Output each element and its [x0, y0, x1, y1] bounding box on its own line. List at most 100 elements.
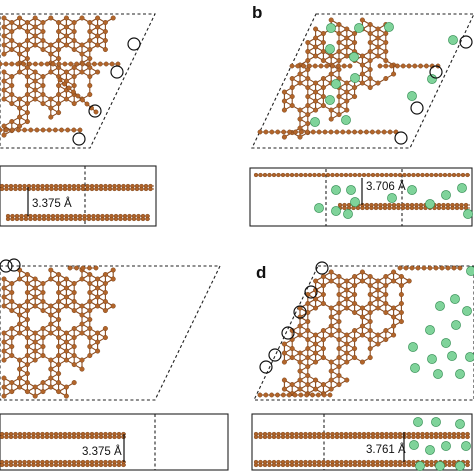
carbon-atom: [93, 265, 99, 271]
highlight-circle: [293, 305, 307, 319]
carbon-atom: [305, 319, 311, 325]
carbon-atom: [31, 186, 36, 192]
carbon-atom: [49, 434, 54, 440]
carbon-atom: [63, 384, 69, 390]
carbon-atom: [94, 434, 99, 440]
carbon-atom: [438, 434, 443, 440]
carbon-atom: [32, 294, 38, 300]
carbon-atom: [325, 172, 331, 178]
sodium-atom: [325, 95, 335, 105]
carbon-atom: [40, 389, 46, 395]
carbon-atom: [71, 89, 76, 95]
carbon-atom: [357, 434, 362, 440]
carbon-atom: [367, 85, 373, 91]
carbon-atom: [87, 272, 93, 278]
panel-a-layer-chains: [0, 183, 154, 222]
carbon-atom: [271, 434, 277, 440]
carbon-atom: [98, 434, 104, 440]
carbon-atom: [344, 341, 350, 347]
carbon-atom: [330, 434, 335, 440]
sodium-atom: [427, 354, 437, 364]
sodium-atom: [349, 52, 359, 62]
carbon-atom: [3, 61, 9, 67]
carbon-atom: [44, 186, 50, 192]
carbon-atom: [359, 314, 365, 320]
carbon-atom: [344, 287, 350, 293]
carbon-atom: [281, 134, 287, 140]
carbon-atom: [40, 344, 46, 350]
carbon-atom: [121, 462, 126, 468]
carbon-atom: [97, 61, 103, 67]
carbon-atom: [402, 462, 407, 468]
carbon-atom: [336, 103, 342, 109]
carbon-atom: [67, 434, 72, 440]
carbon-atom: [95, 330, 101, 336]
carbon-atom: [71, 434, 77, 440]
sodium-atom: [455, 369, 465, 379]
carbon-atom: [320, 292, 326, 298]
carbon-atom: [369, 205, 374, 211]
carbon-atom: [0, 186, 5, 192]
carbon-atom: [330, 462, 335, 468]
carbon-atom: [348, 462, 353, 468]
highlight-circle: [459, 35, 473, 49]
carbon-atom: [40, 380, 46, 386]
carbon-atom: [17, 462, 23, 468]
carbon-atom: [94, 462, 99, 468]
carbon-atom: [253, 462, 259, 468]
carbon-atom: [35, 186, 41, 192]
carbon-atom: [336, 310, 342, 316]
sodium-atom: [408, 342, 418, 352]
carbon-atom: [313, 35, 319, 41]
carbon-atom: [24, 38, 30, 44]
carbon-atom: [9, 20, 15, 26]
carbon-atom: [262, 434, 268, 440]
carbon-atom: [67, 265, 73, 271]
carbon-atom: [79, 366, 85, 372]
carbon-atom: [391, 71, 397, 77]
carbon-atom: [17, 312, 23, 318]
carbon-atom: [8, 434, 14, 440]
carbon-atom: [281, 359, 287, 365]
carbon-atom: [367, 283, 373, 289]
carbon-atom: [457, 265, 463, 271]
carbon-atom: [398, 283, 404, 289]
carbon-atom: [336, 31, 342, 37]
carbon-atom: [89, 186, 95, 192]
carbon-atom: [298, 462, 304, 468]
carbon-atom: [454, 205, 460, 211]
carbon-atom: [400, 205, 406, 211]
carbon-atom: [447, 172, 452, 178]
carbon-atom: [80, 265, 86, 271]
carbon-atom: [459, 205, 464, 211]
carbon-atom: [79, 312, 85, 318]
carbon-atom: [89, 462, 95, 468]
carbon-atom: [63, 276, 69, 282]
carbon-atom: [95, 24, 101, 30]
carbon-atom: [334, 129, 340, 135]
carbon-atom: [336, 337, 342, 343]
carbon-atom: [1, 132, 7, 138]
carbon-atom: [262, 462, 268, 468]
carbon-atom: [429, 434, 434, 440]
carbon-atom: [62, 434, 68, 440]
carbon-atom: [87, 29, 93, 35]
carbon-atom: [95, 33, 101, 39]
carbon-atom: [375, 129, 381, 135]
carbon-atom: [17, 321, 23, 327]
carbon-atom: [289, 76, 295, 82]
panel-c-side-view: 3.375 Å: [0, 413, 229, 471]
carbon-atom: [102, 272, 108, 278]
carbon-atom: [65, 127, 71, 133]
carbon-atom: [143, 186, 149, 192]
carbon-atom: [253, 172, 259, 178]
carbon-atom: [53, 434, 59, 440]
carbon-atom: [48, 267, 54, 273]
carbon-atom: [87, 335, 93, 341]
carbon-atom: [375, 434, 380, 440]
carbon-atom: [320, 337, 326, 343]
sodium-atom: [341, 115, 351, 125]
carbon-atom: [271, 462, 277, 468]
carbon-atom: [9, 38, 15, 44]
carbon-atom: [56, 92, 62, 98]
